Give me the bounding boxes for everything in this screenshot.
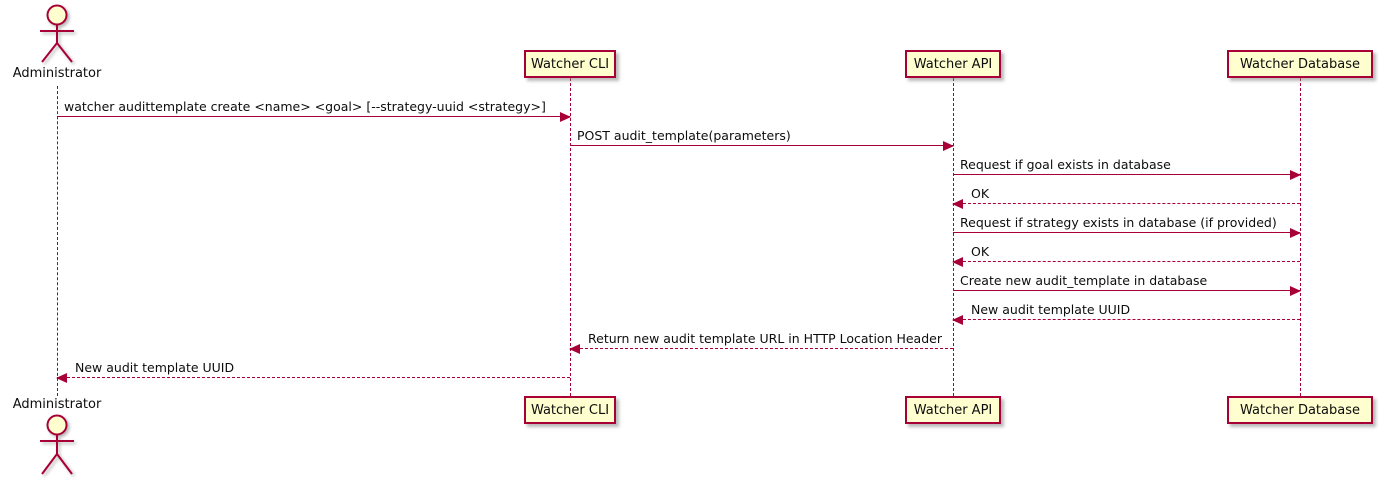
message-line — [953, 174, 1300, 175]
message-text: POST audit_template(parameters) — [577, 128, 791, 143]
participant-watcher-database-bottom: Watcher Database — [1227, 396, 1373, 424]
arrowhead-left-icon — [56, 373, 67, 383]
message-request-goal-exists: Request if goal exists in database — [953, 155, 1301, 180]
message-text: Request if goal exists in database — [960, 157, 1171, 172]
message-create-audit-template-db: Create new audit_template in database — [953, 271, 1301, 296]
message-text: OK — [971, 186, 990, 201]
lifeline-administrator — [57, 86, 58, 396]
actor-icon — [40, 414, 74, 475]
message-line — [953, 203, 1300, 204]
participant-watcher-cli-top: Watcher CLI — [524, 50, 616, 78]
lifeline-watcher-cli — [570, 78, 571, 396]
arrowhead-right-icon — [943, 141, 954, 151]
message-text: New audit template UUID — [971, 302, 1131, 317]
message-line — [57, 116, 570, 117]
message-line — [953, 290, 1300, 291]
arrowhead-left-icon — [952, 257, 963, 267]
actor-icon — [40, 4, 74, 63]
arrowhead-right-icon — [560, 112, 571, 122]
arrowhead-left-icon — [952, 315, 963, 325]
message-line — [570, 348, 953, 349]
message-post-audit-template: POST audit_template(parameters) — [570, 126, 954, 151]
message-text: watcher audittemplate create <name> <goa… — [64, 99, 546, 114]
message-new-audit-template-uuid-admin: New audit template UUID — [56, 358, 570, 383]
message-text: New audit template UUID — [75, 360, 235, 375]
message-text: Create new audit_template in database — [960, 273, 1208, 288]
message-line — [953, 261, 1300, 262]
participant-watcher-api-top: Watcher API — [905, 50, 1001, 78]
participant-watcher-database-top: Watcher Database — [1227, 50, 1373, 78]
arrowhead-right-icon — [1290, 170, 1301, 180]
arrowhead-right-icon — [1290, 228, 1301, 238]
message-create-audittemplate: watcher audittemplate create <name> <goa… — [57, 97, 571, 122]
message-ok-goal: OK — [952, 184, 1300, 209]
message-line — [57, 377, 570, 378]
message-text: Return new audit template URL in HTTP Lo… — [588, 331, 942, 346]
message-request-strategy-exists: Request if strategy exists in database (… — [953, 213, 1301, 238]
message-return-url-location-header: Return new audit template URL in HTTP Lo… — [569, 329, 953, 354]
message-ok-strategy: OK — [952, 242, 1300, 267]
message-line — [953, 319, 1300, 320]
arrowhead-right-icon — [1290, 286, 1301, 296]
actor-label-administrator-bottom: Administrator — [12, 397, 102, 412]
participant-watcher-api-bottom: Watcher API — [905, 396, 1001, 424]
arrowhead-left-icon — [569, 344, 580, 354]
message-text: Request if strategy exists in database (… — [960, 215, 1277, 230]
arrowhead-left-icon — [952, 199, 963, 209]
message-line — [570, 145, 953, 146]
lifeline-watcher-api — [953, 78, 954, 396]
message-new-audit-template-uuid-db: New audit template UUID — [952, 300, 1300, 325]
participant-watcher-cli-bottom: Watcher CLI — [524, 396, 616, 424]
message-text: OK — [971, 244, 990, 259]
message-line — [953, 232, 1300, 233]
actor-label-administrator-top: Administrator — [12, 66, 102, 81]
